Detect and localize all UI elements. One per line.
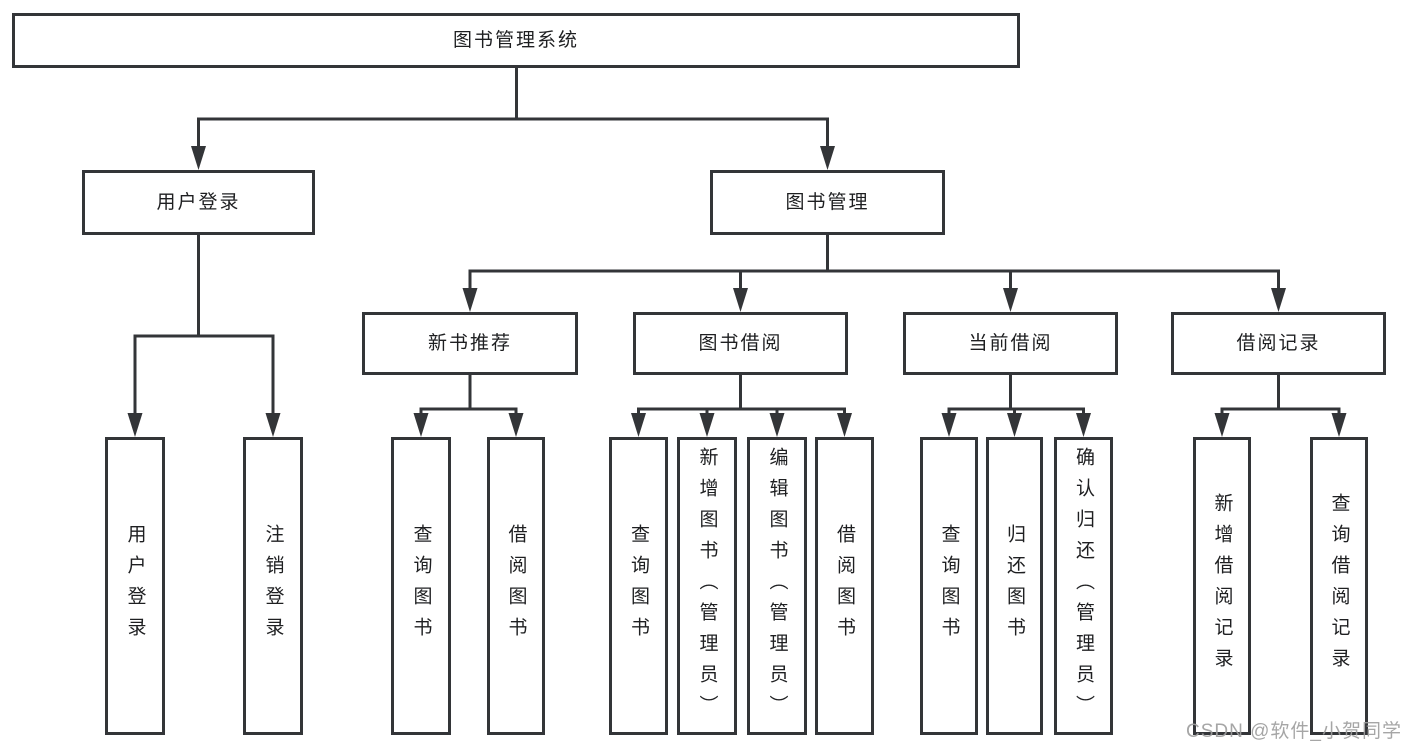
arrow-down-icon — [191, 146, 206, 170]
leaf-return-books-label: 归还图书 — [1004, 524, 1025, 648]
node-borrow-record: 借阅记录 — [1171, 312, 1386, 375]
node-book-borrow-label: 图书借阅 — [698, 333, 783, 354]
node-new-book-recommend-label: 新书推荐 — [427, 333, 512, 354]
arrow-down-icon — [820, 146, 835, 170]
node-borrow-record-label: 借阅记录 — [1236, 333, 1321, 354]
arrow-down-icon — [265, 413, 281, 437]
leaf-user-login-label: 用户登录 — [124, 524, 146, 648]
connector-newbook-to-leaves — [419, 373, 518, 416]
leaf-borrow-books-1: 借阅图书 — [487, 437, 545, 735]
node-book-management-label: 图书管理 — [785, 192, 870, 213]
node-new-book-recommend: 新书推荐 — [362, 312, 578, 375]
arrow-down-icon — [1007, 413, 1022, 437]
connector-record-to-leaves — [1220, 373, 1341, 416]
node-user-login: 用户登录 — [82, 170, 315, 235]
arrow-down-icon — [127, 413, 143, 437]
arrow-down-icon — [508, 413, 524, 437]
leaf-query-books-2-label: 查询图书 — [628, 524, 649, 648]
arrow-down-icon — [733, 288, 748, 312]
connector-borrow-to-leaves — [637, 373, 846, 416]
node-root-label: 图书管理系统 — [452, 30, 579, 51]
csdn-watermark: CSDN @软件_小贺同学 — [1186, 721, 1402, 742]
leaf-add-books-admin-label: 新增图书（管理员） — [696, 446, 718, 726]
arrow-down-icon — [462, 288, 478, 312]
node-book-borrow: 图书借阅 — [633, 312, 848, 375]
leaf-borrow-books-2: 借阅图书 — [815, 437, 874, 735]
leaf-user-login: 用户登录 — [105, 437, 165, 735]
node-current-borrow-label: 当前借阅 — [968, 333, 1053, 354]
leaf-query-books-1-label: 查询图书 — [410, 524, 432, 648]
leaf-add-borrow-record-label: 新增借阅记录 — [1211, 493, 1233, 679]
leaf-query-borrow-record-label: 查询借阅记录 — [1328, 493, 1350, 679]
leaf-query-books-2: 查询图书 — [609, 437, 668, 735]
arrow-down-icon — [1331, 413, 1347, 437]
leaf-edit-books-admin-label: 编辑图书（管理员） — [766, 446, 788, 726]
leaf-borrow-books-2-label: 借阅图书 — [834, 524, 855, 648]
arrow-down-icon — [941, 413, 957, 437]
connector-userlogin-to-leaves — [133, 233, 275, 416]
arrow-down-icon — [1003, 288, 1018, 312]
connector-root-to-level2 — [197, 66, 829, 150]
arrow-down-icon — [1076, 413, 1091, 437]
leaf-query-borrow-record: 查询借阅记录 — [1310, 437, 1368, 735]
leaf-logout-label: 注销登录 — [262, 524, 284, 648]
leaf-logout: 注销登录 — [243, 437, 303, 735]
arrow-down-icon — [769, 413, 785, 437]
leaf-confirm-return-admin: 确认归还（管理员） — [1054, 437, 1113, 735]
connector-current-to-leaves — [947, 373, 1085, 416]
arrow-down-icon — [413, 413, 429, 437]
node-user-login-label: 用户登录 — [156, 192, 241, 213]
leaf-return-books: 归还图书 — [986, 437, 1043, 735]
leaf-confirm-return-admin-label: 确认归还（管理员） — [1073, 446, 1094, 726]
node-current-borrow: 当前借阅 — [903, 312, 1118, 375]
node-book-management: 图书管理 — [710, 170, 945, 235]
arrow-down-icon — [837, 413, 852, 437]
leaf-add-borrow-record: 新增借阅记录 — [1193, 437, 1251, 735]
node-root: 图书管理系统 — [12, 13, 1020, 68]
leaf-query-books-3-label: 查询图书 — [938, 524, 960, 648]
arrow-down-icon — [699, 413, 715, 437]
leaf-query-books-1: 查询图书 — [391, 437, 451, 735]
leaf-query-books-3: 查询图书 — [920, 437, 978, 735]
arrow-down-icon — [631, 413, 646, 437]
arrow-down-icon — [1271, 288, 1286, 312]
leaf-edit-books-admin: 编辑图书（管理员） — [747, 437, 807, 735]
arrow-down-icon — [1214, 413, 1230, 437]
leaf-borrow-books-1-label: 借阅图书 — [505, 524, 527, 648]
connector-bookmgmt-to-level3 — [468, 233, 1280, 292]
leaf-add-books-admin: 新增图书（管理员） — [677, 437, 737, 735]
arrowheads — [127, 146, 1347, 437]
